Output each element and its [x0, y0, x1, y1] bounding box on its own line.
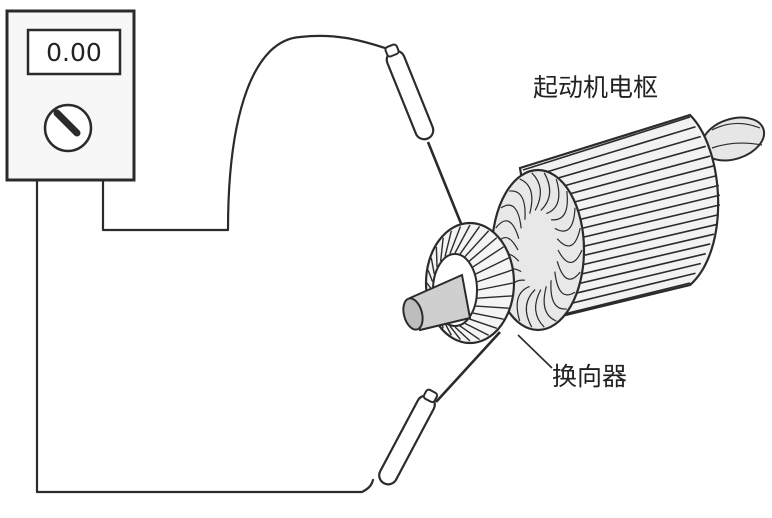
end-turn-wire [509, 190, 526, 220]
end-turn-wire [535, 289, 545, 328]
multimeter [5, 9, 136, 182]
wires [35, 34, 387, 494]
multimeter-display [26, 28, 122, 76]
armature-label: 起动机电枢 [533, 73, 659, 102]
end-turn-wire [556, 227, 581, 247]
commutator-leader [517, 334, 553, 369]
commutator-bar [444, 323, 452, 336]
lower-wire [35, 178, 375, 494]
lower-probe [378, 331, 501, 486]
commutator-bar [469, 318, 498, 330]
end-turn-wire [546, 178, 560, 215]
lower-probe-handle [378, 394, 436, 486]
commutator-bar [464, 230, 490, 258]
end-turn-wire [550, 280, 567, 310]
upper-probe-tip [426, 141, 464, 227]
end-turn-wire [556, 261, 581, 280]
meter-readout: 0.00 [46, 37, 102, 67]
end-turn-wire [531, 172, 541, 211]
core-slot-line [522, 116, 691, 171]
commutator-bar [430, 257, 435, 275]
upper-wire [101, 34, 387, 232]
commutator-bar [475, 257, 510, 275]
commutator-bar [477, 295, 512, 299]
end-turn-wire [557, 249, 583, 264]
commutator-bar [449, 325, 461, 340]
commutator-bar [475, 305, 509, 309]
commutator-label: 换向器 [552, 362, 628, 391]
end-turn-wire [551, 190, 568, 221]
commutator-bar [427, 269, 434, 283]
commutator-bar [459, 325, 480, 341]
starter-armature [402, 113, 766, 345]
end-turn-wire [519, 178, 533, 214]
core-slot-line [547, 282, 691, 319]
commutator-bar [468, 237, 498, 262]
upper-probe-handle [385, 49, 435, 141]
end-turn-wire [525, 289, 536, 328]
end-turn-wire [500, 204, 522, 229]
end-turn-wire [554, 271, 576, 296]
commutator-bar [472, 312, 504, 320]
core-slot-line [524, 125, 696, 180]
commutator-bar [449, 226, 462, 255]
commutator-bar [477, 269, 513, 283]
commutator-bar [454, 224, 471, 254]
end-turn-wire [543, 286, 557, 322]
commutator-bar [454, 326, 471, 342]
end-turn-wire [516, 285, 530, 322]
lower-probe-tip [435, 331, 501, 403]
dial-pointer [53, 109, 81, 137]
commutator-bar [435, 246, 438, 267]
commutator-bar [444, 230, 453, 257]
commutator-bar [459, 226, 481, 255]
end-turn-wire [540, 172, 551, 211]
end-turn-wire [554, 207, 576, 232]
commutator-bar [439, 237, 444, 262]
upper-probe [384, 43, 464, 227]
commutator-bar [477, 282, 514, 291]
commutator-bar [472, 246, 505, 268]
end-turn-wire [495, 220, 520, 239]
commutator-bar [464, 322, 489, 336]
